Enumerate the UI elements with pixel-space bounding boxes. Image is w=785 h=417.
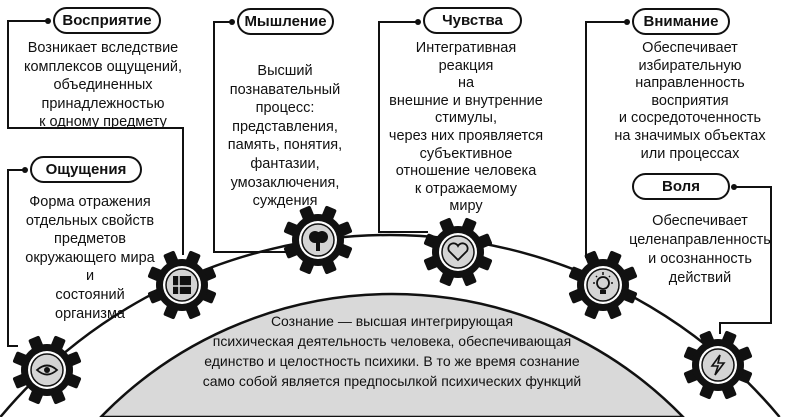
- text-line: суждения: [252, 193, 318, 210]
- consciousness-description: Сознание — высшая интегрирующая психическ…: [203, 311, 581, 391]
- text-line: представления,: [232, 118, 338, 135]
- consciousness-dome: [99, 292, 685, 417]
- will-label: Воля: [632, 173, 730, 200]
- text-line: Сознание — высшая интегрирующая: [270, 313, 514, 329]
- text-line: Обеспечивает: [642, 40, 738, 56]
- feelings-label: Чувства: [423, 7, 522, 34]
- text-line: состояний: [55, 286, 125, 303]
- text-line: через них проявляется: [388, 127, 544, 144]
- text-line: объединенных: [53, 77, 153, 94]
- text-line: организма: [55, 305, 125, 322]
- text-line: внешние и внутренние: [389, 92, 543, 109]
- text-line: умозаключения,: [230, 174, 340, 191]
- thinking-description: Высший познавательный процесс:представлени…: [228, 62, 342, 211]
- text-line: целенаправленность: [629, 232, 771, 248]
- text-line: восприятия: [651, 92, 729, 109]
- brain-icon: [309, 231, 328, 251]
- text-line: и осознанность: [648, 251, 752, 267]
- connector-dots: [22, 18, 737, 190]
- gear-sensation: [12, 335, 82, 405]
- text-line: отдельных свойств: [25, 212, 155, 229]
- gear-feelings: [423, 217, 493, 287]
- gear-attention: [568, 250, 638, 320]
- perception-label: Восприятие: [53, 7, 161, 34]
- text-line: фантазии,: [250, 155, 320, 172]
- gear-perception: [147, 250, 217, 320]
- sensation-label: Ощущения: [30, 156, 142, 183]
- thinking-label: Мышление: [237, 8, 334, 35]
- text-line: направленность: [635, 75, 745, 92]
- text-line: предметов: [54, 231, 126, 248]
- text-line: субъективное: [419, 145, 513, 162]
- connector-thinking: [213, 21, 288, 253]
- text-line: единство и целостность психики. В то же …: [204, 353, 580, 369]
- connector-perception: [7, 20, 184, 255]
- text-line: принадлежностью: [41, 95, 165, 112]
- connector-feelings: [378, 21, 428, 233]
- text-line: память, понятия,: [227, 137, 343, 154]
- text-line: Интегративная: [415, 40, 517, 56]
- text-line: к одному предмету: [39, 114, 167, 131]
- text-line: и сосредоточенность: [618, 110, 762, 127]
- heart-icon: [447, 242, 469, 262]
- text-line: или процессах: [640, 145, 740, 162]
- text-line: Форма отражения: [29, 194, 151, 210]
- text-line: на: [457, 75, 475, 92]
- outer-arc: [0, 233, 781, 417]
- text-line: комплексов ощущений,: [23, 58, 183, 75]
- eye-icon: [35, 364, 59, 376]
- text-line: на значимых объектах: [614, 127, 766, 144]
- text-line: само собой является предпосылкой психиче…: [202, 373, 582, 389]
- will-description: Обеспечивает целенаправленность и осознанн…: [629, 212, 771, 288]
- text-line: отношение человека: [395, 163, 537, 180]
- perception-description: Возникает вследствие комплексов ощущений,…: [24, 39, 182, 132]
- text-line: и: [85, 268, 95, 285]
- attention-label: Внимание: [632, 8, 730, 35]
- text-line: Высший: [257, 63, 313, 79]
- lightbulb-icon: [593, 272, 613, 294]
- connector-lines: [7, 20, 772, 347]
- sensation-description: Форма отражения отдельных свойств предмето…: [25, 193, 154, 323]
- connector-will: [719, 186, 772, 334]
- text-line: окружающего мира: [25, 249, 155, 266]
- text-line: избирательную: [638, 57, 742, 74]
- text-line: процесс:: [255, 100, 315, 117]
- text-line: Возникает вследствие: [27, 40, 179, 56]
- text-line: миру: [449, 198, 483, 215]
- gear-thinking: [283, 205, 353, 275]
- connector-attention: [585, 21, 627, 258]
- text-line: Обеспечивает: [652, 213, 748, 229]
- text-line: действий: [668, 270, 732, 286]
- text-line: стимулы,: [435, 110, 497, 127]
- lightning-icon: [710, 354, 726, 376]
- connector-sensation: [7, 169, 25, 347]
- text-line: психическая деятельность человека, обесп…: [212, 333, 572, 349]
- puzzle-icon: [173, 276, 191, 294]
- text-line: к отражаемому: [414, 180, 518, 197]
- text-line: познавательный: [229, 81, 341, 98]
- gear-will: [683, 330, 753, 400]
- text-line: реакция: [438, 57, 494, 74]
